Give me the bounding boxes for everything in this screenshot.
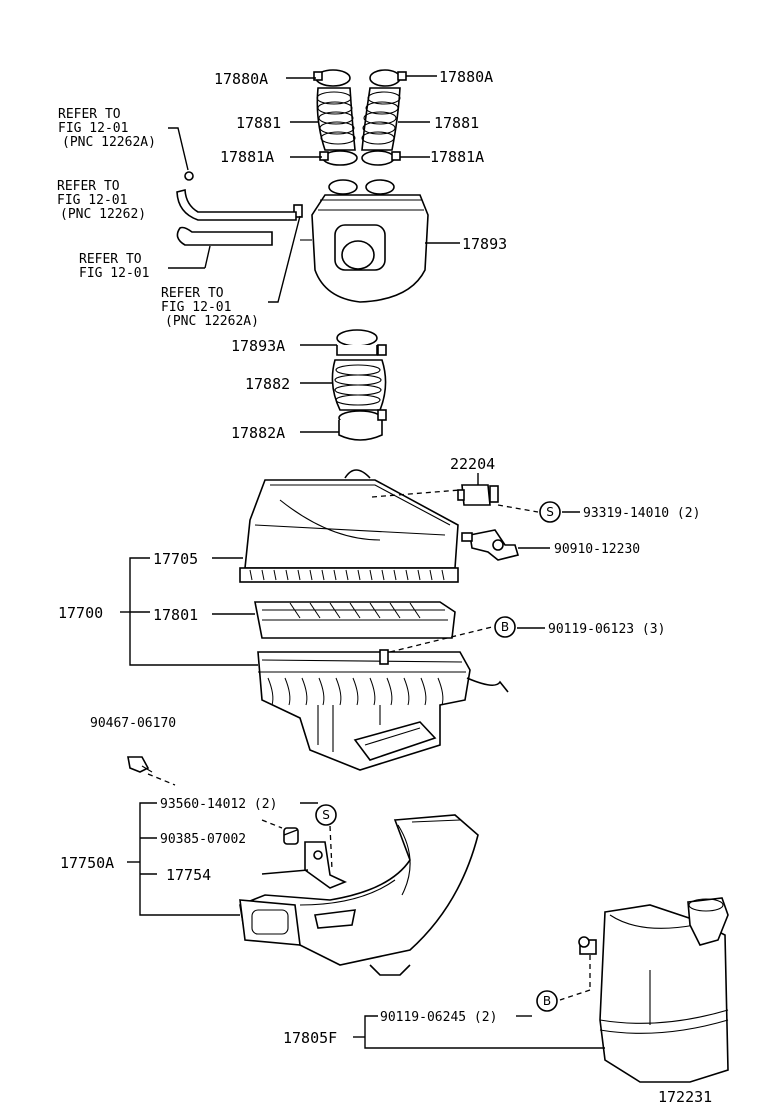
label-17881-right: 17881	[434, 114, 479, 132]
label-17880A-left: 17880A	[214, 70, 268, 88]
svg-text:FIG 12-01: FIG 12-01	[161, 300, 231, 315]
label-17805F: 17805F	[283, 1029, 337, 1047]
clamp-17880A-left	[313, 71, 323, 81]
label-90385-07002: 90385-07002	[160, 832, 246, 847]
label-17881A-left: 17881A	[220, 148, 274, 166]
symbol-b-mid: B	[494, 616, 516, 638]
bolt-90467-06170	[127, 756, 153, 773]
refer-note-2: REFER TO FIG 12-01 (PNC 12262)	[57, 179, 146, 222]
air-cleaner-case	[257, 651, 509, 771]
clamp-17880A-right	[397, 71, 407, 81]
label-90910-12230: 90910-12230	[554, 542, 640, 557]
sensor-22204	[457, 484, 499, 506]
label-17882A: 17882A	[231, 424, 285, 442]
label-93560-14012: 93560-14012 (2)	[160, 797, 277, 812]
svg-text:FIG 12-01: FIG 12-01	[57, 193, 127, 208]
cushion-90385-07002	[283, 827, 299, 845]
label-22204: 22204	[450, 455, 495, 473]
svg-text:REFER TO: REFER TO	[57, 179, 120, 194]
label-17893A: 17893A	[231, 337, 285, 355]
hose-17882	[331, 329, 387, 441]
vsv-90910-12230	[461, 529, 520, 561]
svg-text:(PNC 12262A): (PNC 12262A)	[165, 314, 259, 329]
clamp-17881A-left	[319, 151, 329, 161]
label-17882: 17882	[245, 375, 290, 393]
resonator-17893	[293, 179, 429, 303]
dashed-lines	[147, 489, 591, 1001]
svg-text:REFER TO: REFER TO	[79, 252, 142, 267]
refer-note-3: REFER TO FIG 12-01	[79, 252, 149, 281]
svg-text:REFER TO: REFER TO	[161, 286, 224, 301]
hose-17881-left	[315, 69, 358, 166]
label-17881-left: 17881	[236, 114, 281, 132]
symbol-s-lower: S	[315, 804, 337, 826]
label-17754: 17754	[166, 866, 211, 884]
label-17801: 17801	[153, 606, 198, 624]
symbol-s-top: S	[539, 501, 561, 523]
vacuum-hose-upper	[176, 171, 297, 221]
label-17705: 17705	[153, 550, 198, 568]
bracket-17754	[304, 841, 348, 889]
label-17700: 17700	[58, 604, 103, 622]
label-17893: 17893	[462, 235, 507, 253]
svg-text:B: B	[501, 620, 509, 634]
vacuum-hose-lower	[176, 226, 273, 246]
label-90119-06245: 90119-06245 (2)	[380, 1010, 497, 1025]
resonator-17805F	[578, 897, 729, 1083]
label-90467-06170: 90467-06170	[90, 716, 176, 731]
symbol-b-lower: B	[536, 990, 558, 1012]
svg-text:FIG 12-01: FIG 12-01	[79, 266, 149, 281]
hose-17881-right	[361, 69, 401, 166]
air-cleaner-cap-17705	[239, 469, 459, 583]
label-17881A-right: 17881A	[430, 148, 484, 166]
clip-90119-06123	[379, 649, 389, 665]
label-17750A: 17750A	[60, 854, 114, 872]
clamp-17881A-right	[391, 151, 401, 161]
svg-text:(PNC 12262): (PNC 12262)	[60, 207, 146, 222]
svg-text:S: S	[322, 808, 330, 822]
air-filter-element-17801	[254, 601, 456, 639]
refer-note-1: REFER TO FIG 12-01 (PNC 12262A)	[58, 107, 156, 150]
svg-text:REFER TO: REFER TO	[58, 107, 121, 122]
svg-text:B: B	[543, 994, 551, 1008]
svg-text:S: S	[546, 505, 554, 519]
label-90119-06123: 90119-06123 (3)	[548, 622, 665, 637]
figure-number: 172231	[658, 1088, 712, 1106]
label-93319-14010: 93319-14010 (2)	[583, 506, 700, 521]
label-17880A-right: 17880A	[439, 68, 493, 86]
air-inlet-17750A	[239, 814, 479, 976]
leader-lines	[120, 75, 605, 1049]
svg-text:(PNC 12262A): (PNC 12262A)	[62, 135, 156, 150]
svg-text:FIG 12-01: FIG 12-01	[58, 121, 128, 136]
refer-note-4: REFER TO FIG 12-01 (PNC 12262A)	[161, 286, 259, 329]
